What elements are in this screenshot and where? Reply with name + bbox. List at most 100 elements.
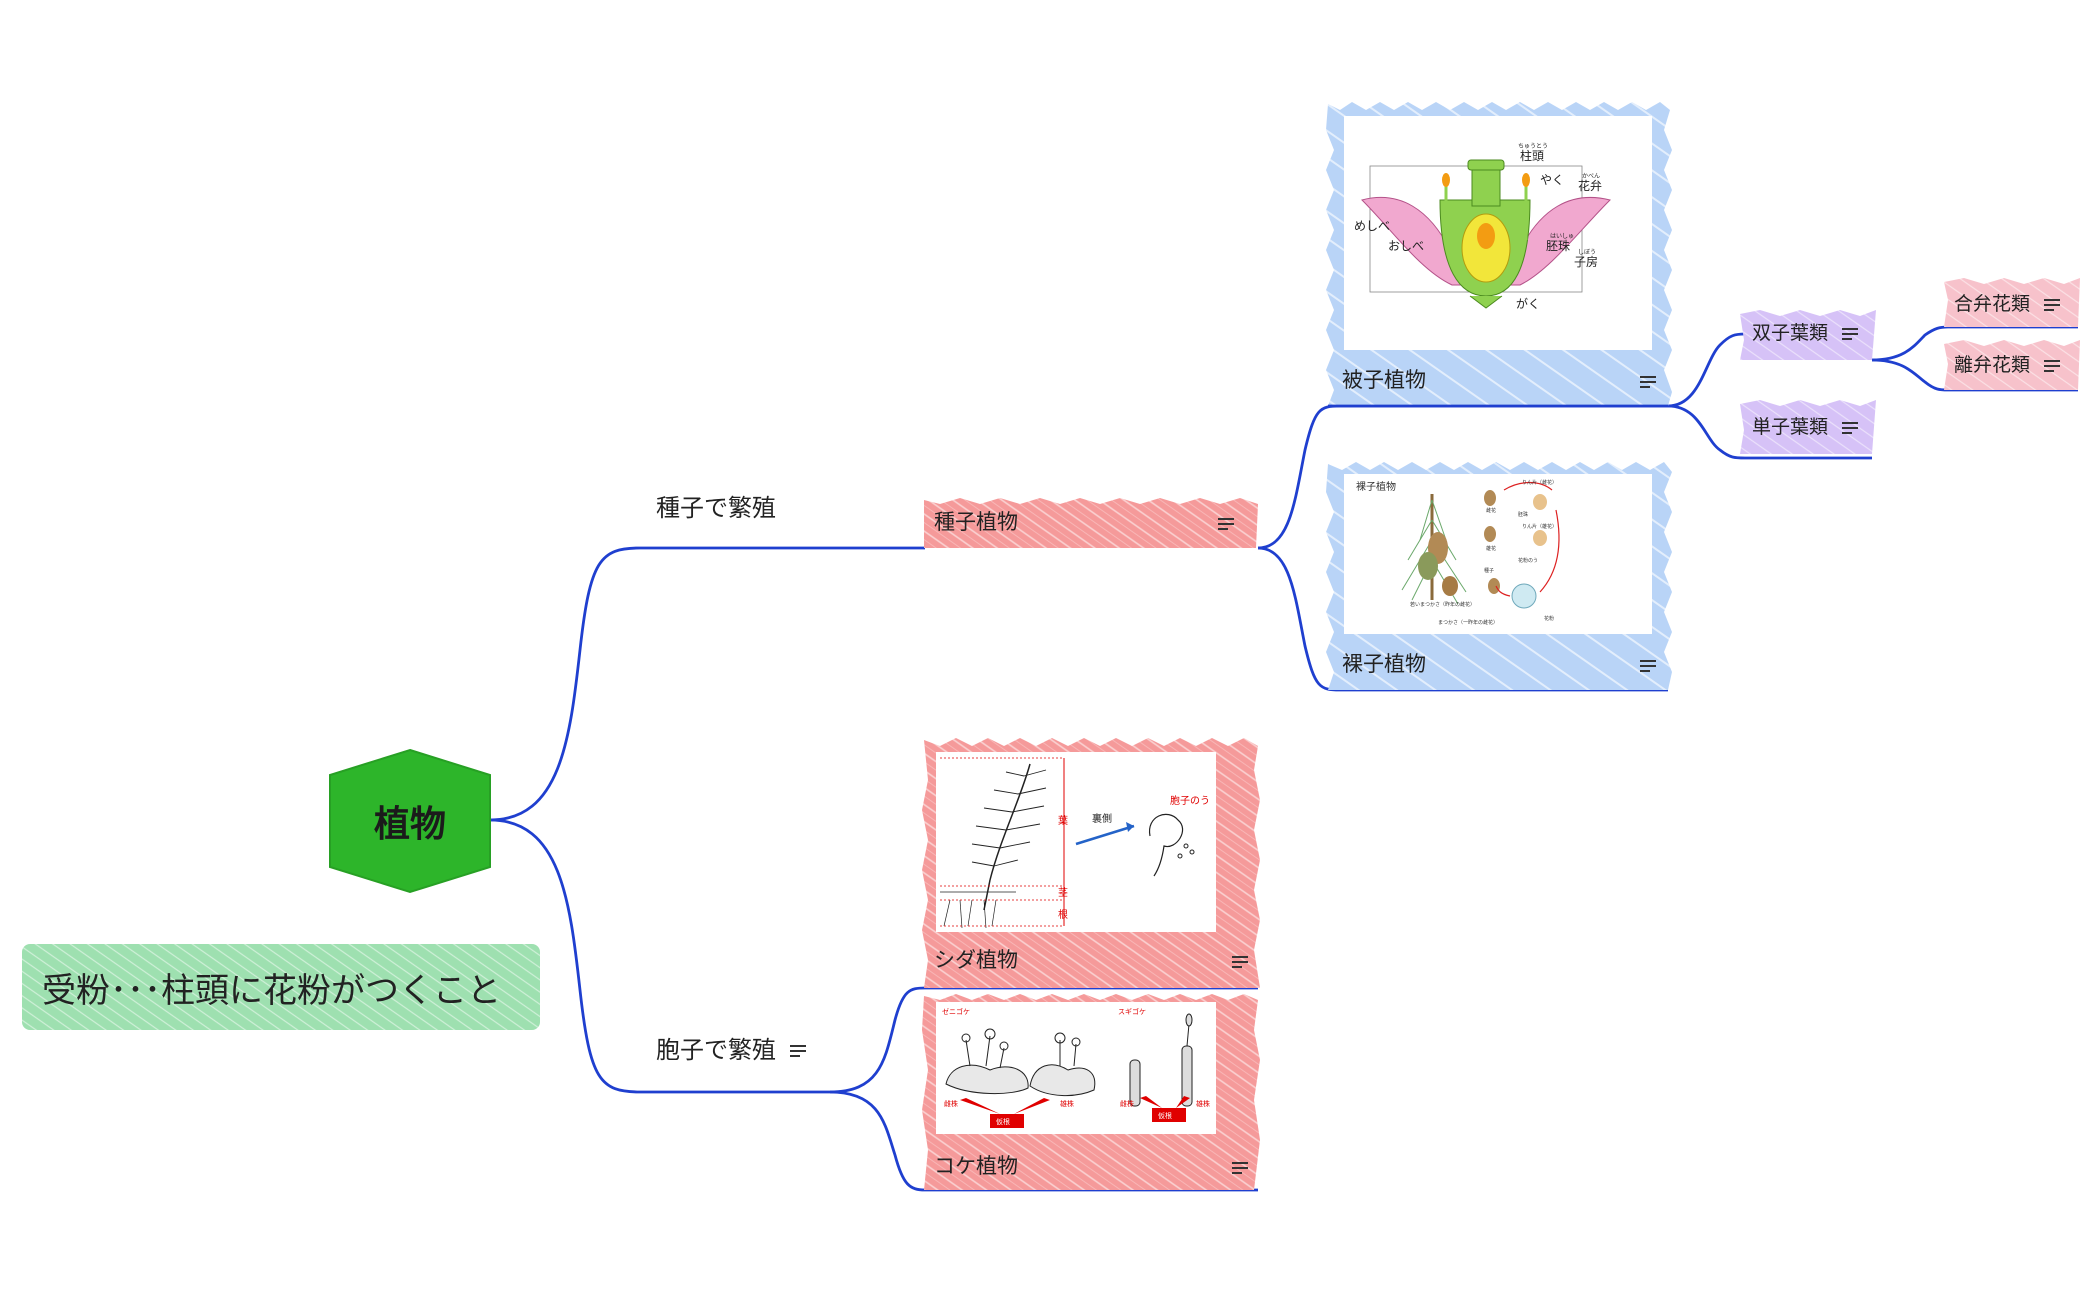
- monocot-node[interactable]: 単子葉類: [1752, 418, 1859, 437]
- fern-image-frame: [936, 752, 1216, 932]
- flower-label-ovary-ruby: しぼう: [1578, 249, 1596, 256]
- flower-label-stamen: おしべ: [1388, 239, 1424, 253]
- moss-labels: ゼニゴケ スギゴケ 雌株 雄株 仮根 雌株 雄株 仮根: [942, 1007, 1210, 1126]
- fern-label-root: 根: [1058, 908, 1068, 921]
- moss-diagram: [945, 1013, 1193, 1128]
- fern-label-wrap: シダ植物: [934, 950, 1018, 971]
- monocot-node-bg: [1740, 400, 1876, 454]
- pine-labels: 裸子植物 りん片（雌花） りん片（雄花） 胚珠 花粉のう 花粉 種子 雌花 雄花…: [1356, 479, 1557, 626]
- connector-angio-monocot: [1667, 404, 1872, 460]
- sympetalous-notes-icon[interactable]: [2044, 298, 2061, 311]
- pine-label-pollen-sac: 花粉のう: [1518, 557, 1538, 564]
- dicot-label: 双子葉類: [1752, 322, 1829, 344]
- note-node[interactable]: 受粉･･･柱頭に花粉がつくこと: [22, 944, 540, 1030]
- root-node-shape: [329, 748, 491, 894]
- flower-labels: 柱頭 ちゅうとう やく 花弁 かべん めしべ おしべ 胚珠 はいしゅ 子房 しぼ…: [1354, 143, 1602, 311]
- choripetalous-notes-icon[interactable]: [2044, 359, 2061, 372]
- moss-label-male2: 雄株: [1196, 1099, 1210, 1108]
- branch-spore-label: 胞子で繁殖: [656, 1036, 776, 1064]
- angiosperm-label: 被子植物: [1342, 368, 1426, 392]
- fern-labels: 裏側 胞子のう 葉 茎 根: [1058, 795, 1210, 921]
- flower-label-pistil: めしべ: [1354, 219, 1390, 233]
- dicot-node-bg: [1740, 310, 1876, 360]
- connector-root-spore: [489, 818, 830, 1094]
- pine-diagram: [1401, 481, 1560, 609]
- flower-label-stigma: 柱頭: [1520, 148, 1544, 163]
- root-node-label: 植物: [373, 804, 446, 845]
- choripetalous-label: 離弁花類: [1954, 354, 2031, 376]
- branch-seed[interactable]: 種子で繁殖: [656, 496, 776, 520]
- flower-label-anther: やく: [1540, 173, 1564, 187]
- flower-label-ovary: 子房: [1574, 254, 1598, 269]
- seed-plants-label-wrap: 種子植物: [934, 512, 1018, 533]
- pine-label-male-top: りん片（雄花）: [1522, 523, 1557, 530]
- pine-label-young-cone: 若いまつかさ（昨年の雌花）: [1410, 601, 1475, 608]
- moss-label-wrap: コケ植物: [934, 1156, 1018, 1177]
- fern-label: シダ植物: [934, 948, 1018, 972]
- angiosperm-notes-icon[interactable]: [1640, 376, 1656, 388]
- monocot-notes-icon[interactable]: [1842, 421, 1859, 434]
- sympetalous-label: 合弁花類: [1954, 293, 2031, 315]
- seed-plants-label: 種子植物: [934, 510, 1018, 534]
- connector-spore-moss: [829, 1090, 1258, 1192]
- moss-label: コケ植物: [934, 1154, 1018, 1178]
- pine-image-frame: [1344, 474, 1652, 634]
- connector-seed-gymno: [1257, 546, 1668, 692]
- pine-label-pollen: 花粉: [1544, 615, 1554, 622]
- pine-label-male-flower: 雄花: [1486, 545, 1496, 552]
- flower-label-sepal: がく: [1516, 296, 1540, 311]
- pine-label-pine-cone: まつかさ（一昨年の雌花）: [1438, 619, 1498, 626]
- branch-seed-label: 種子で繁殖: [656, 494, 776, 522]
- dicot-notes-icon[interactable]: [1842, 327, 1859, 340]
- flower-label-stigma-ruby: ちゅうとう: [1518, 143, 1548, 150]
- notes-icon[interactable]: [790, 1045, 806, 1057]
- pine-label-ovule-box: 胚珠: [1518, 511, 1528, 518]
- fern-label-leaf: 葉: [1058, 814, 1068, 827]
- moss-label-rhizoid2: 仮根: [1158, 1111, 1172, 1120]
- moss-label-female2: 雌株: [1120, 1099, 1134, 1108]
- moss-notes-icon[interactable]: [1232, 1162, 1248, 1174]
- connector-dicot-symp: [1871, 325, 2078, 362]
- connector-lines: [489, 325, 2078, 1192]
- fern-diagram: [940, 757, 1195, 929]
- gymnosperm-notes-icon[interactable]: [1640, 660, 1656, 672]
- pine-label-female-flower: 雌花: [1486, 507, 1496, 514]
- moss-label-zenigoke: ゼニゴケ: [942, 1007, 970, 1016]
- pine-label-female-top: りん片（雌花）: [1522, 479, 1557, 486]
- choripetalous-node[interactable]: 離弁花類: [1954, 354, 2061, 376]
- flower-label-ovule-ruby: はいしゅ: [1550, 233, 1574, 240]
- pine-label-title: 裸子植物: [1356, 480, 1396, 493]
- dicot-node[interactable]: 双子葉類: [1752, 322, 1859, 344]
- connector-dicot-chori: [1871, 358, 2078, 392]
- moss-label-male1: 雄株: [1060, 1099, 1074, 1108]
- connector-spore-fern: [829, 986, 1258, 1094]
- branch-spore[interactable]: 胞子で繁殖: [656, 1038, 806, 1062]
- gymnosperm-label-wrap: 裸子植物: [1342, 654, 1426, 675]
- sympetalous-node-bg: [1944, 278, 2080, 327]
- flower-label-petal-ruby: かべん: [1582, 173, 1600, 180]
- seed-plants-node[interactable]: [924, 498, 1258, 548]
- seed-plants-notes-icon[interactable]: [1218, 518, 1234, 530]
- gymnosperm-label: 裸子植物: [1342, 652, 1426, 676]
- fern-label-stem: 茎: [1058, 887, 1068, 899]
- connector-seed-angio: [1257, 404, 1668, 550]
- pine-label-seed: 種子: [1484, 567, 1494, 574]
- moss-label-female1: 雌株: [944, 1099, 958, 1108]
- fern-label-back: 裏側: [1092, 812, 1112, 825]
- angiosperm-label-wrap: 被子植物: [1342, 370, 1426, 391]
- fern-label-sporangium: 胞子のう: [1170, 795, 1210, 807]
- flower-label-ovule: 胚珠: [1546, 239, 1570, 253]
- choripetalous-node-bg: [1944, 340, 2080, 390]
- flower-label-petal: 花弁: [1578, 178, 1602, 193]
- moss-label-rhizoid1: 仮根: [996, 1117, 1010, 1126]
- note-text: 受粉･･･柱頭に花粉がつくこと: [42, 970, 501, 1011]
- flower-diagram: [1361, 159, 1611, 309]
- fern-notes-icon[interactable]: [1232, 956, 1248, 968]
- connector-angio-dicot: [1667, 332, 1872, 408]
- connector-root-seed: [489, 546, 925, 822]
- moss-label-sugigoke: スギゴケ: [1118, 1007, 1146, 1016]
- sympetalous-node[interactable]: 合弁花類: [1954, 293, 2061, 315]
- root-node[interactable]: 植物: [330, 750, 490, 892]
- note-shape: [22, 944, 540, 1030]
